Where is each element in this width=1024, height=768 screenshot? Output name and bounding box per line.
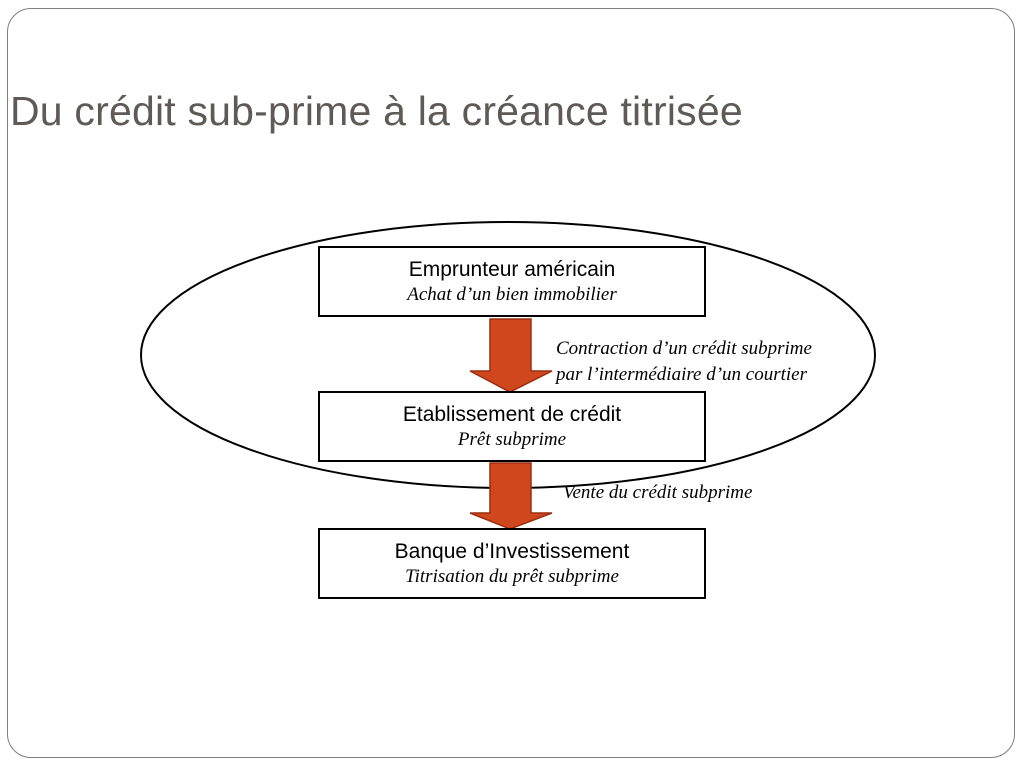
arrow-down-1 bbox=[469, 318, 553, 393]
edge-label-line: par l’intermédiaire d’un courtier bbox=[556, 364, 808, 385]
node-title: Emprunteur américain bbox=[408, 258, 616, 281]
node-banque: Banque d’Investissement Titrisation du p… bbox=[318, 528, 706, 599]
node-subtitle: Titrisation du prêt subprime bbox=[405, 566, 619, 587]
node-emprunteur: Emprunteur américain Achat d’un bien imm… bbox=[318, 246, 706, 317]
slide-title: Du crédit sub-prime à la créance titrisé… bbox=[10, 88, 743, 134]
edge-label-vente: Vente du crédit subprime bbox=[563, 480, 752, 506]
edge-label-line: Contraction d’un crédit subprime bbox=[556, 338, 812, 359]
node-title: Etablissement de crédit bbox=[402, 403, 622, 426]
edge-label-contraction: Contraction d’un crédit subprime par l’i… bbox=[556, 336, 812, 388]
node-etablissement: Etablissement de crédit Prêt subprime bbox=[318, 391, 706, 462]
arrow-down-2 bbox=[469, 462, 553, 530]
node-title: Banque d’Investissement bbox=[394, 540, 630, 563]
node-subtitle: Achat d’un bien immobilier bbox=[407, 284, 617, 305]
node-subtitle: Prêt subprime bbox=[457, 429, 567, 450]
edge-label-line: Vente du crédit subprime bbox=[563, 482, 753, 503]
